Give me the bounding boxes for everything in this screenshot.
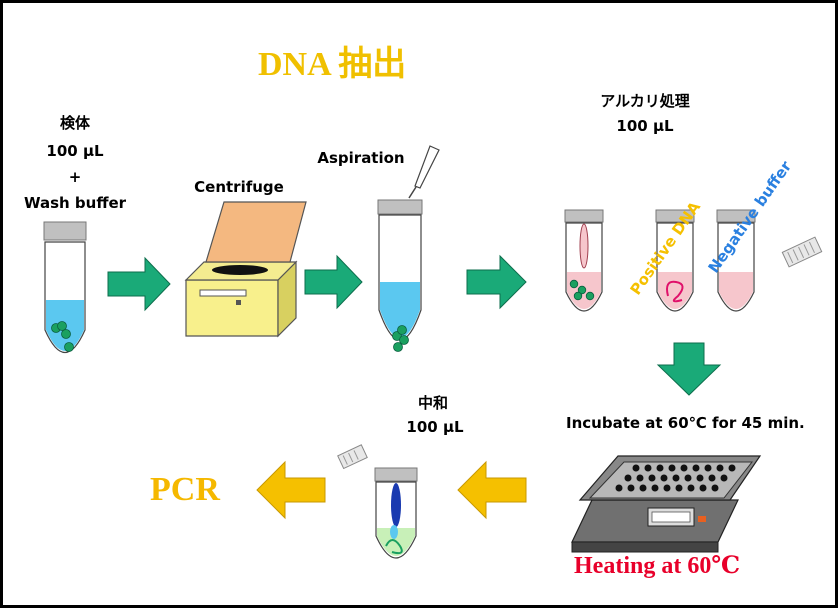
centrifuge-icon (184, 201, 307, 338)
sample-volume: 100 μL (46, 142, 104, 160)
neutralize-volume: 100 μL (406, 418, 464, 436)
heating-label: Heating at 60℃ (574, 553, 741, 579)
alkali-volume: 100 μL (616, 117, 674, 135)
neutralize-tube (374, 467, 418, 559)
arrow-yellow-2 (256, 460, 326, 520)
heating-block-icon (571, 455, 762, 553)
aspiration-tube (377, 145, 440, 352)
plus-sign: + (68, 168, 82, 186)
incubate-label: Incubate at 60℃ for 45 min. (566, 414, 805, 432)
arrow-yellow-1 (457, 460, 527, 520)
sample-label: 検体 (59, 114, 90, 132)
tube-cap-icon-2 (337, 444, 368, 470)
sample-tube (43, 221, 87, 353)
positive-dna-tube (655, 209, 695, 312)
alkali-treatment-label: アルカリ処理 (600, 92, 690, 110)
tube-cap-icon (781, 236, 823, 268)
alkali-tube-1 (564, 209, 604, 312)
centrifuge-label: Centrifuge (194, 178, 284, 196)
diagram-title: DNA 抽出 (258, 46, 407, 83)
arrow-green-down (656, 342, 722, 396)
negative-buffer-tube (716, 209, 756, 312)
arrow-green-3 (466, 254, 527, 310)
wash-buffer-label: Wash buffer (23, 194, 127, 212)
neutralize-label: 中和 (417, 394, 448, 412)
arrow-green-2 (304, 254, 363, 310)
arrow-green-1 (107, 256, 171, 312)
pcr-label: PCR (150, 471, 220, 508)
aspiration-label: Aspiration (317, 149, 405, 167)
